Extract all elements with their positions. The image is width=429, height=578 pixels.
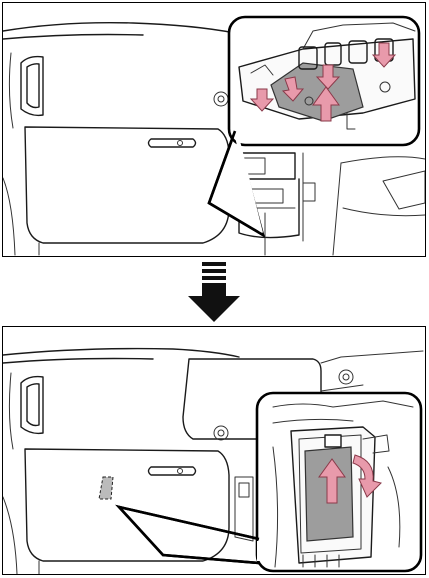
zoom-callout — [209, 17, 419, 235]
dashed-part-location — [99, 477, 113, 499]
step-2-panel — [2, 326, 426, 575]
step-2-illustration — [3, 327, 425, 574]
glove-box — [25, 127, 229, 243]
air-vent — [9, 53, 43, 128]
glove-box — [25, 449, 229, 561]
zoom-callout — [119, 393, 421, 571]
glove-box-handle — [149, 139, 196, 147]
glove-box-handle — [149, 467, 196, 475]
dashboard-top-edge — [3, 23, 235, 33]
step-1-illustration — [3, 3, 425, 256]
air-vent — [9, 373, 43, 449]
down-arrow-icon — [186, 262, 242, 324]
dashboard-top-edge — [3, 349, 239, 357]
step-1-panel — [2, 2, 426, 257]
